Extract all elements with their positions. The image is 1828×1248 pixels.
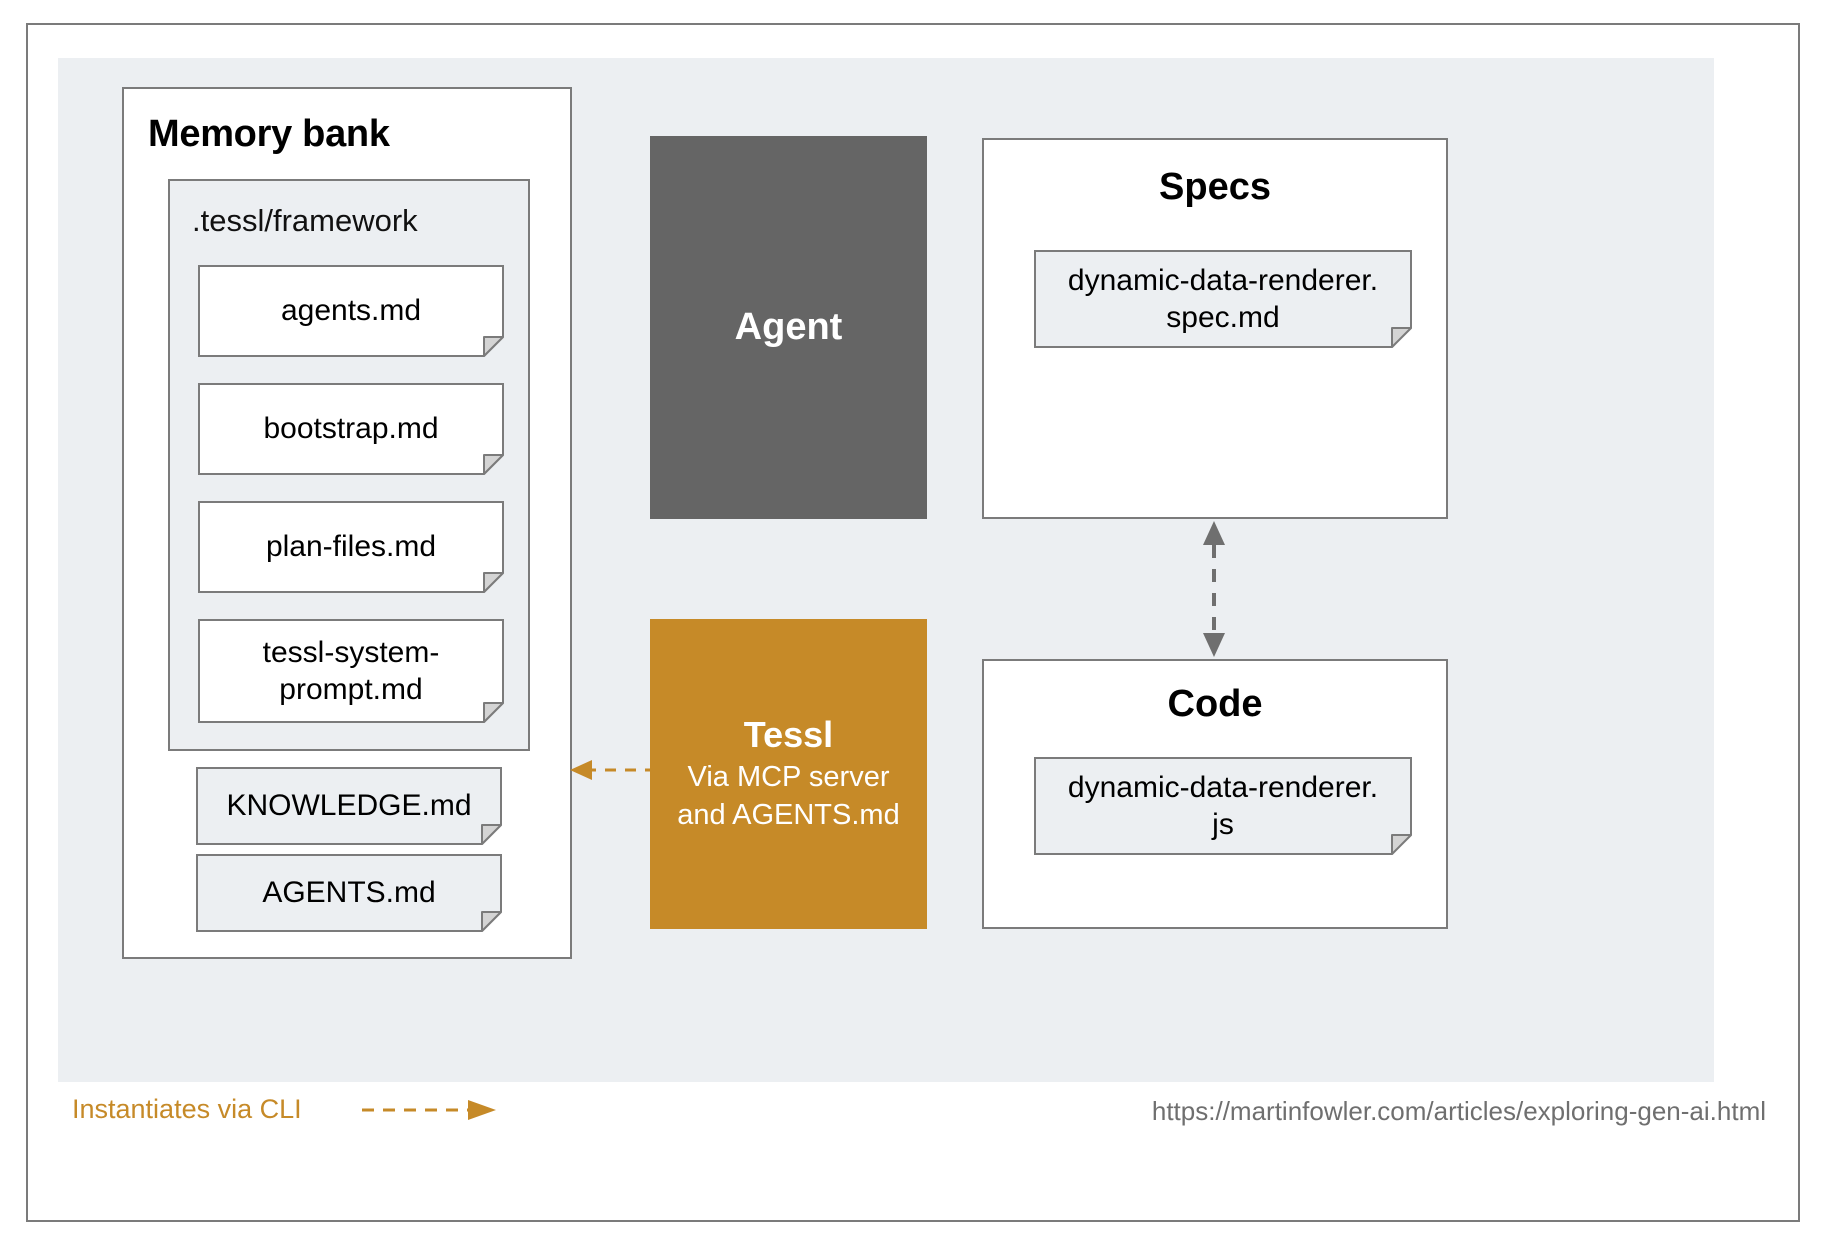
doc-card-tessl-system-prompt-md[interactable]: tessl-system- prompt.md — [198, 619, 504, 723]
doc-card-label-multiline: dynamic-data-renderer. js — [1054, 769, 1392, 843]
memory-bank-title: Memory bank — [148, 113, 390, 155]
tessl-subtitle-line1: Via MCP server — [687, 760, 890, 793]
doc-card-label-multiline: tessl-system- prompt.md — [249, 634, 454, 708]
doc-card-agents-root-md[interactable]: AGENTS.md — [196, 854, 502, 932]
doc-card-dynamic-data-renderer-spec-md[interactable]: dynamic-data-renderer. spec.md — [1034, 250, 1412, 348]
agent-box[interactable]: Agent — [650, 136, 927, 519]
doc-card-label-line2: js — [1212, 808, 1234, 841]
dashed-arrow-right-icon — [361, 1099, 496, 1120]
doc-card-label: bootstrap.md — [263, 412, 439, 446]
document-shape-icon — [1034, 757, 1412, 855]
legend: Instantiates via CLI — [72, 1094, 500, 1125]
document-shape-icon — [196, 854, 502, 932]
tessl-subtitle: Via MCP server and AGENTS.md — [677, 758, 899, 835]
doc-card-plan-files-md[interactable]: plan-files.md — [198, 501, 504, 593]
code-panel: Code dynamic-data-renderer. js — [982, 659, 1448, 929]
source-url: https://martinfowler.com/articles/explor… — [1151, 1096, 1766, 1126]
specs-title: Specs — [1159, 166, 1271, 208]
doc-card-label-multiline: dynamic-data-renderer. spec.md — [1054, 262, 1392, 336]
doc-card-label-line1: dynamic-data-renderer. — [1067, 263, 1379, 297]
agent-label: Agent — [734, 306, 843, 348]
code-title: Code — [1167, 683, 1263, 725]
legend-label: Instantiates via CLI — [72, 1094, 302, 1124]
doc-card-label: agents.md — [280, 294, 422, 328]
doc-card-agents-md[interactable]: agents.md — [198, 265, 504, 357]
doc-card-label-line1: dynamic-data-renderer. — [1067, 770, 1379, 804]
tessl-to-memory-bank-arrow-icon — [570, 760, 656, 780]
doc-card-label-line1: tessl-system- — [262, 635, 440, 669]
doc-card-label: plan-files.md — [265, 530, 437, 564]
doc-card-label: AGENTS.md — [262, 876, 436, 910]
tessl-title: Tessl — [743, 713, 834, 755]
specs-panel: Specs dynamic-data-renderer. spec.md — [982, 138, 1448, 519]
tessl-box[interactable]: Tessl Via MCP server and AGENTS.md — [650, 619, 927, 929]
tessl-framework-title: .tessl/framework — [192, 203, 418, 238]
doc-card-knowledge-md[interactable]: KNOWLEDGE.md — [196, 767, 502, 845]
specs-code-bidirectional-arrow-icon — [1203, 521, 1225, 657]
tessl-subtitle-line2: and AGENTS.md — [677, 799, 900, 831]
document-shape-icon — [198, 265, 504, 357]
doc-card-label: KNOWLEDGE.md — [226, 789, 472, 823]
document-shape-icon — [198, 619, 504, 723]
memory-bank-panel: Memory bank .tessl/framework agents.md b… — [122, 87, 572, 959]
document-shape-icon — [198, 383, 504, 475]
doc-card-bootstrap-md[interactable]: bootstrap.md — [198, 383, 504, 475]
doc-card-label-line2: prompt.md — [279, 673, 423, 706]
document-shape-icon — [198, 501, 504, 593]
document-shape-icon — [1034, 250, 1412, 348]
doc-card-label-line2: spec.md — [1166, 301, 1280, 334]
tessl-framework-panel: .tessl/framework agents.md bootstrap.md — [168, 179, 530, 751]
doc-card-dynamic-data-renderer-js[interactable]: dynamic-data-renderer. js — [1034, 757, 1412, 855]
document-shape-icon — [196, 767, 502, 845]
